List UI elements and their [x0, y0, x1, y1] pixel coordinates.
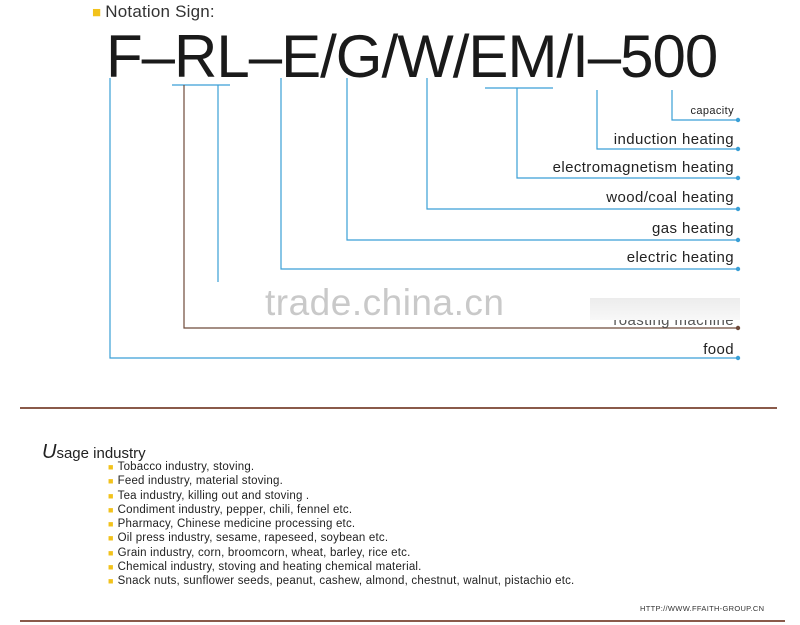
- list-item: ■Tea industry, killing out and stoving .: [108, 489, 574, 503]
- endpoint-capacity: [735, 117, 741, 123]
- label-gas-heating: gas heating: [652, 220, 734, 237]
- list-item-text: Chemical industry, stoving and heating c…: [117, 561, 422, 574]
- bullet-icon: ■: [108, 547, 114, 558]
- endpoint-induction: [735, 146, 741, 152]
- bullet-icon: ■: [108, 490, 114, 501]
- connector-food: [109, 78, 738, 359]
- bullet-icon: ■: [108, 504, 114, 515]
- connector-capacity: [671, 90, 738, 121]
- divider-bottom: [20, 620, 785, 622]
- label-electric-heating: electric heating: [626, 249, 734, 266]
- list-item: ■Pharmacy, Chinese medicine processing e…: [108, 517, 574, 531]
- endpoint-gas: [735, 237, 741, 243]
- list-item-text: Pharmacy, Chinese medicine processing et…: [117, 518, 356, 531]
- connector-gas: [346, 78, 738, 241]
- connector-electromagnetism: [516, 88, 738, 179]
- website-url: HTTP://WWW.FFAITH-GROUP.CN: [640, 604, 765, 613]
- list-item-text: Condiment industry, pepper, chili, fenne…: [117, 503, 353, 516]
- label-wood-coal-heating: wood/coal heating: [606, 189, 734, 206]
- list-item-text: Tea industry, killing out and stoving .: [117, 489, 310, 502]
- connector-woodcoal: [426, 78, 738, 210]
- bullet-icon: ■: [92, 4, 102, 21]
- list-item: ■Feed industry, material stoving.: [108, 474, 574, 488]
- label-capacity: capacity: [690, 105, 734, 117]
- bullet-icon: ■: [108, 576, 114, 587]
- list-item: ■Chemical industry, stoving and heating …: [108, 560, 574, 574]
- usage-title-initial: U: [42, 441, 57, 463]
- connector-induction: [596, 90, 738, 150]
- bullet-icon: ■: [108, 476, 114, 487]
- bullet-icon: ■: [108, 462, 114, 472]
- list-item-text: Oil press industry, sesame, rapeseed, so…: [117, 532, 389, 545]
- list-item-text: Grain industry, corn, broomcorn, wheat, …: [117, 546, 411, 559]
- list-item-text: Snack nuts, sunflower seeds, peanut, cas…: [117, 575, 575, 588]
- list-item: ■Grain industry, corn, broomcorn, wheat,…: [108, 546, 574, 560]
- label-induction-heating: induction heating: [613, 131, 734, 148]
- connector-lines: [109, 78, 741, 361]
- list-item-text: Feed industry, material stoving.: [117, 475, 283, 488]
- bullet-icon: ■: [108, 562, 114, 573]
- endpoint-electromagnetism: [735, 175, 741, 181]
- label-electromagnetism-heating: electromagnetism heating: [552, 159, 734, 176]
- watermark-band: [590, 298, 740, 320]
- endpoint-food: [735, 355, 741, 361]
- notation-code: F–RL–E/G/W/EM/I–500: [106, 23, 718, 90]
- connector-electric: [280, 78, 738, 270]
- bullet-icon: ■: [108, 519, 114, 530]
- list-item: ■Snack nuts, sunflower seeds, peanut, ca…: [108, 574, 574, 588]
- list-item: ■Oil press industry, sesame, rapeseed, s…: [108, 531, 574, 545]
- endpoint-woodcoal: [735, 206, 741, 212]
- usage-title: Usage industry: [42, 441, 146, 464]
- connector-roasting: [183, 85, 738, 329]
- list-item: ■Condiment industry, pepper, chili, fenn…: [108, 503, 574, 517]
- notation-heading: ■Notation Sign:: [92, 2, 215, 22]
- divider: [20, 407, 777, 409]
- label-food: food: [703, 341, 734, 358]
- notation-heading-text: Notation Sign:: [105, 2, 215, 21]
- endpoint-roasting: [735, 325, 741, 331]
- usage-title-rest: sage industry: [56, 445, 146, 462]
- usage-list: ■Tobacco industry, stoving. ■Feed indust…: [108, 460, 574, 589]
- list-item-text: Tobacco industry, stoving.: [117, 461, 255, 473]
- bullet-icon: ■: [108, 533, 114, 544]
- list-item: ■Tobacco industry, stoving.: [108, 460, 574, 474]
- endpoint-electric: [735, 266, 741, 272]
- watermark: trade.china.cn: [265, 282, 505, 323]
